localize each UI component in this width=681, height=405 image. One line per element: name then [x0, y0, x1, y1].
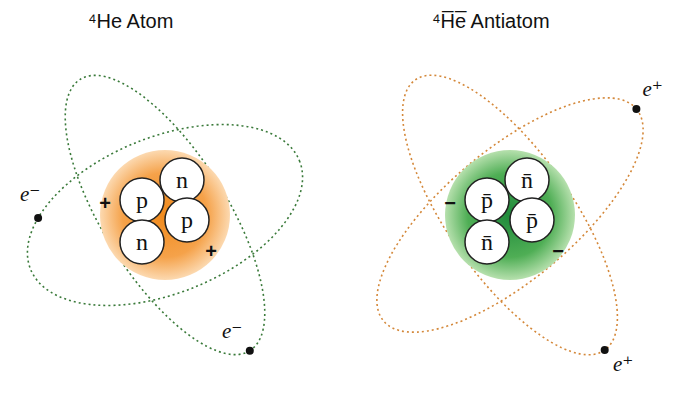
antiatom-heading: ⁴H̅e̅ Antiatom: [432, 8, 550, 34]
charge-sign: −: [552, 240, 564, 262]
atom-orbits: [1, 46, 328, 383]
antiatom-nucleus: − − n̄ p̄ p̄ n̄: [445, 150, 575, 280]
nucleon-disc: [465, 220, 509, 264]
particle-symbol: n: [136, 228, 148, 256]
electron-label: e⁻: [18, 182, 42, 206]
electron-dot: [246, 347, 254, 355]
nucleon-disc: [120, 178, 164, 222]
positron-label: e⁺: [611, 352, 635, 376]
particle-symbol: n̄: [521, 166, 533, 194]
nucleon-disc: [465, 178, 509, 222]
atom-heading: ⁴He Atom: [88, 8, 173, 34]
charge-sign: −: [444, 192, 456, 214]
positron-orbit: [365, 44, 656, 385]
electron-orbit: [1, 88, 328, 341]
proton-circle: p: [164, 197, 210, 243]
positron-dot: [632, 105, 640, 113]
positron-orbit: [342, 59, 678, 371]
particle-dots: [34, 105, 640, 355]
proton-circle: p: [119, 177, 165, 223]
nucleon-disc: [120, 220, 164, 264]
neutron-circle: n: [119, 219, 165, 265]
particle-symbol: n̄: [481, 228, 493, 256]
nucleus-disc: [445, 150, 575, 280]
nucleon-disc: [165, 198, 209, 242]
charge-sign: +: [99, 192, 111, 214]
particle-symbol: p: [181, 206, 193, 234]
particle-symbol: p: [136, 186, 148, 214]
neutron-circle: n: [159, 157, 205, 203]
antineutron-circle: n̄: [504, 157, 550, 203]
electron-orbit: [28, 46, 303, 383]
particle-symbol: p̄: [526, 206, 538, 234]
nucleus-disc: [100, 150, 230, 280]
charge-sign: +: [205, 240, 217, 262]
antineutron-circle: n̄: [464, 219, 510, 265]
particle-symbol: p̄: [481, 186, 493, 214]
electron-dot: [34, 214, 42, 222]
nucleon-disc: [160, 158, 204, 202]
atom-nucleus: ++nppn: [100, 150, 230, 280]
antiatom-orbits: [342, 44, 678, 385]
antiproton-circle: p̄: [509, 197, 555, 243]
nucleon-disc: [510, 198, 554, 242]
positron-dot: [601, 346, 609, 354]
positron-label: e⁺: [640, 77, 664, 101]
antiproton-circle: p̄: [464, 177, 510, 223]
particle-symbol: n: [176, 166, 188, 194]
nucleon-disc: [505, 158, 549, 202]
electron-label: e⁻: [220, 319, 244, 343]
